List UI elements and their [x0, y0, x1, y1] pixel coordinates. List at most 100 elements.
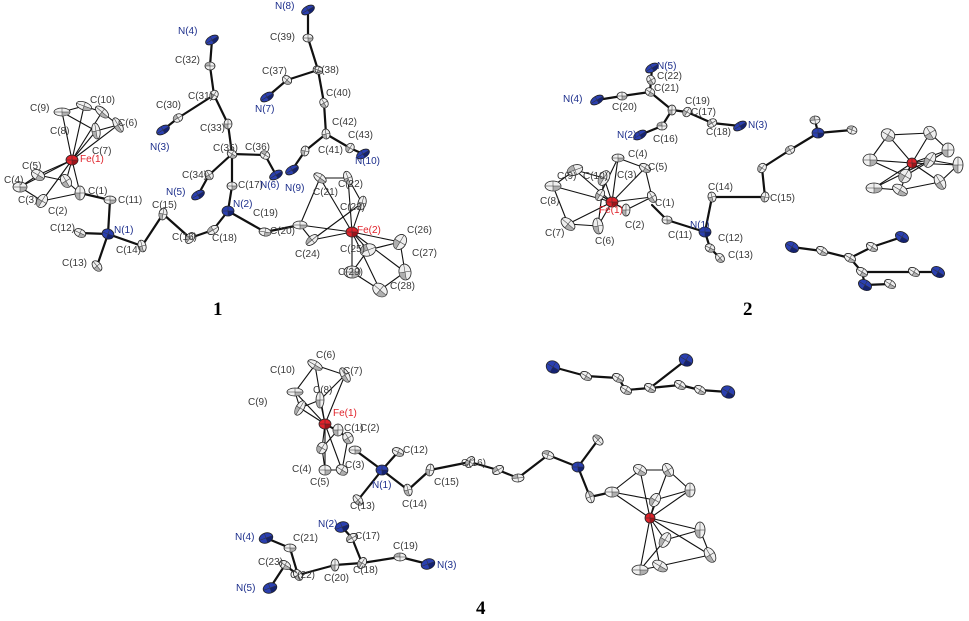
carbon-atom	[620, 385, 632, 395]
ferrocene-bond	[71, 105, 85, 161]
atom-label: C(18)	[353, 565, 379, 576]
carbon-atom	[844, 253, 856, 263]
ferrocene-bond	[611, 491, 651, 519]
carbon-atom	[639, 163, 651, 173]
atom-label: C(15)	[434, 477, 460, 488]
nitrogen-atom	[156, 124, 170, 136]
carbon-atom	[757, 162, 767, 174]
atom-label: C(3)	[345, 460, 365, 471]
carbon-atom	[585, 490, 595, 504]
nitrogen-atom	[191, 189, 205, 201]
atom-label: C(8)	[50, 126, 70, 137]
nitrogen-atom	[262, 582, 278, 594]
atom-label: C(19)	[393, 541, 419, 552]
atom-label: N(5)	[236, 583, 256, 594]
carbon-atom	[313, 172, 327, 184]
carbon-atom	[884, 279, 896, 289]
carbon-atom	[862, 153, 878, 167]
atom-label: N(2)	[617, 130, 637, 141]
atom-label: C(16)	[172, 232, 198, 243]
atom-label: C(42)	[332, 117, 358, 128]
nitrogen-atom	[269, 169, 283, 181]
atom-label: C(26)	[407, 225, 433, 236]
nitrogen-atom	[733, 120, 747, 132]
bond	[516, 453, 550, 480]
nitrogen-atom	[785, 241, 799, 253]
ferrocene-bond	[41, 192, 81, 202]
bond	[648, 358, 688, 390]
compound-number: 1	[213, 299, 223, 320]
atom-label: C(5)	[648, 162, 668, 173]
atom-label: C(3)	[18, 195, 38, 206]
bond	[703, 195, 714, 234]
atom-label: N(2)	[233, 199, 253, 210]
atom-label: N(7)	[255, 104, 275, 115]
carbon-atom	[305, 234, 319, 246]
atom-label: C(23)	[258, 557, 284, 568]
atom-label: Fe(1)	[80, 154, 104, 165]
carbon-atom	[611, 153, 625, 163]
carbon-atom	[31, 169, 45, 181]
carbon-atom	[53, 107, 71, 117]
carbon-atom	[283, 543, 297, 553]
atom-label: C(31)	[188, 91, 214, 102]
atom-label: C(4)	[292, 464, 312, 475]
iron-atom	[605, 196, 619, 208]
carbon-atom	[172, 113, 184, 123]
bond	[360, 555, 402, 565]
atom-label: C(11)	[118, 195, 143, 206]
atom-label: C(7)	[92, 146, 112, 157]
nitrogen-atom	[895, 231, 909, 243]
carbon-atom	[342, 431, 354, 445]
ferrocene-bond	[19, 159, 73, 188]
carbon-atom	[597, 170, 611, 186]
carbon-atom	[649, 493, 661, 507]
carbon-atom	[846, 125, 858, 135]
nitrogen-atom	[590, 94, 604, 106]
ferrocene-bond	[311, 202, 363, 241]
ferrocene-bond	[649, 489, 691, 519]
atom-label: C(2)	[48, 206, 68, 217]
atom-label: Fe(2)	[357, 225, 381, 236]
bond	[356, 468, 384, 502]
ferrocene-bond	[611, 167, 646, 203]
bond	[296, 563, 337, 577]
atom-label: N(9)	[285, 183, 305, 194]
carbon-atom	[952, 156, 964, 174]
nitrogen-atom	[258, 532, 274, 544]
carbon-atom	[94, 105, 110, 119]
ferrocene-bond	[41, 159, 73, 202]
carbon-atom	[941, 142, 955, 158]
carbon-atom	[682, 106, 692, 118]
carbon-atom	[321, 128, 331, 140]
atom-label: C(2)	[360, 423, 380, 434]
ferrocene-bond	[649, 517, 711, 556]
nitrogen-atom	[633, 129, 647, 141]
atom-label: C(38)	[314, 65, 340, 76]
iron-atom	[906, 157, 918, 169]
nitrogen-atom	[811, 127, 825, 139]
carbon-atom	[674, 380, 686, 390]
atom-label: C(1)	[88, 186, 108, 197]
bond	[760, 148, 792, 170]
compound-number: 2	[743, 299, 753, 320]
carbon-atom	[302, 33, 314, 43]
atom-label: C(6)	[118, 118, 138, 129]
bond	[106, 198, 112, 236]
atom-label: C(23)	[340, 202, 366, 213]
atom-label: C(7)	[343, 366, 363, 377]
carbon-atom	[346, 533, 358, 543]
ferrocene-bond	[625, 196, 653, 211]
atom-label: C(11)	[668, 230, 693, 241]
carbon-atom	[923, 125, 937, 141]
carbon-atom	[667, 104, 677, 116]
nitrogen-atom	[301, 4, 315, 16]
atom-label: N(4)	[563, 94, 583, 105]
nitrogen-atom	[931, 266, 945, 278]
carbon-atom	[715, 252, 725, 264]
carbon-atom	[343, 170, 353, 186]
atom-label: C(21)	[313, 187, 339, 198]
ferrocene-bond	[911, 162, 959, 166]
ferrocene-bond	[351, 231, 381, 291]
